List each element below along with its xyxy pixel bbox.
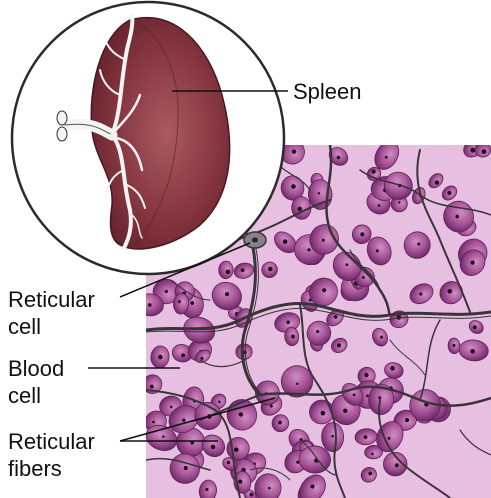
reticular-cell-body xyxy=(244,232,266,248)
blood-cell xyxy=(321,422,344,452)
reticular-fibers-label-line2: fibers xyxy=(8,455,62,482)
blood-cell xyxy=(448,338,461,354)
reticular-fibers-label-line1: Reticular xyxy=(8,428,95,455)
spleen-inset xyxy=(12,2,284,274)
blood-cell-label-line2: cell xyxy=(8,382,41,409)
reticular-cell-label-line1: Reticular xyxy=(8,286,95,313)
reticular-cell-label-line2: cell xyxy=(8,313,41,340)
blood-cell-label-line1: Blood xyxy=(8,355,64,382)
blood-cell xyxy=(218,261,233,279)
spleen-label: Spleen xyxy=(293,78,362,105)
